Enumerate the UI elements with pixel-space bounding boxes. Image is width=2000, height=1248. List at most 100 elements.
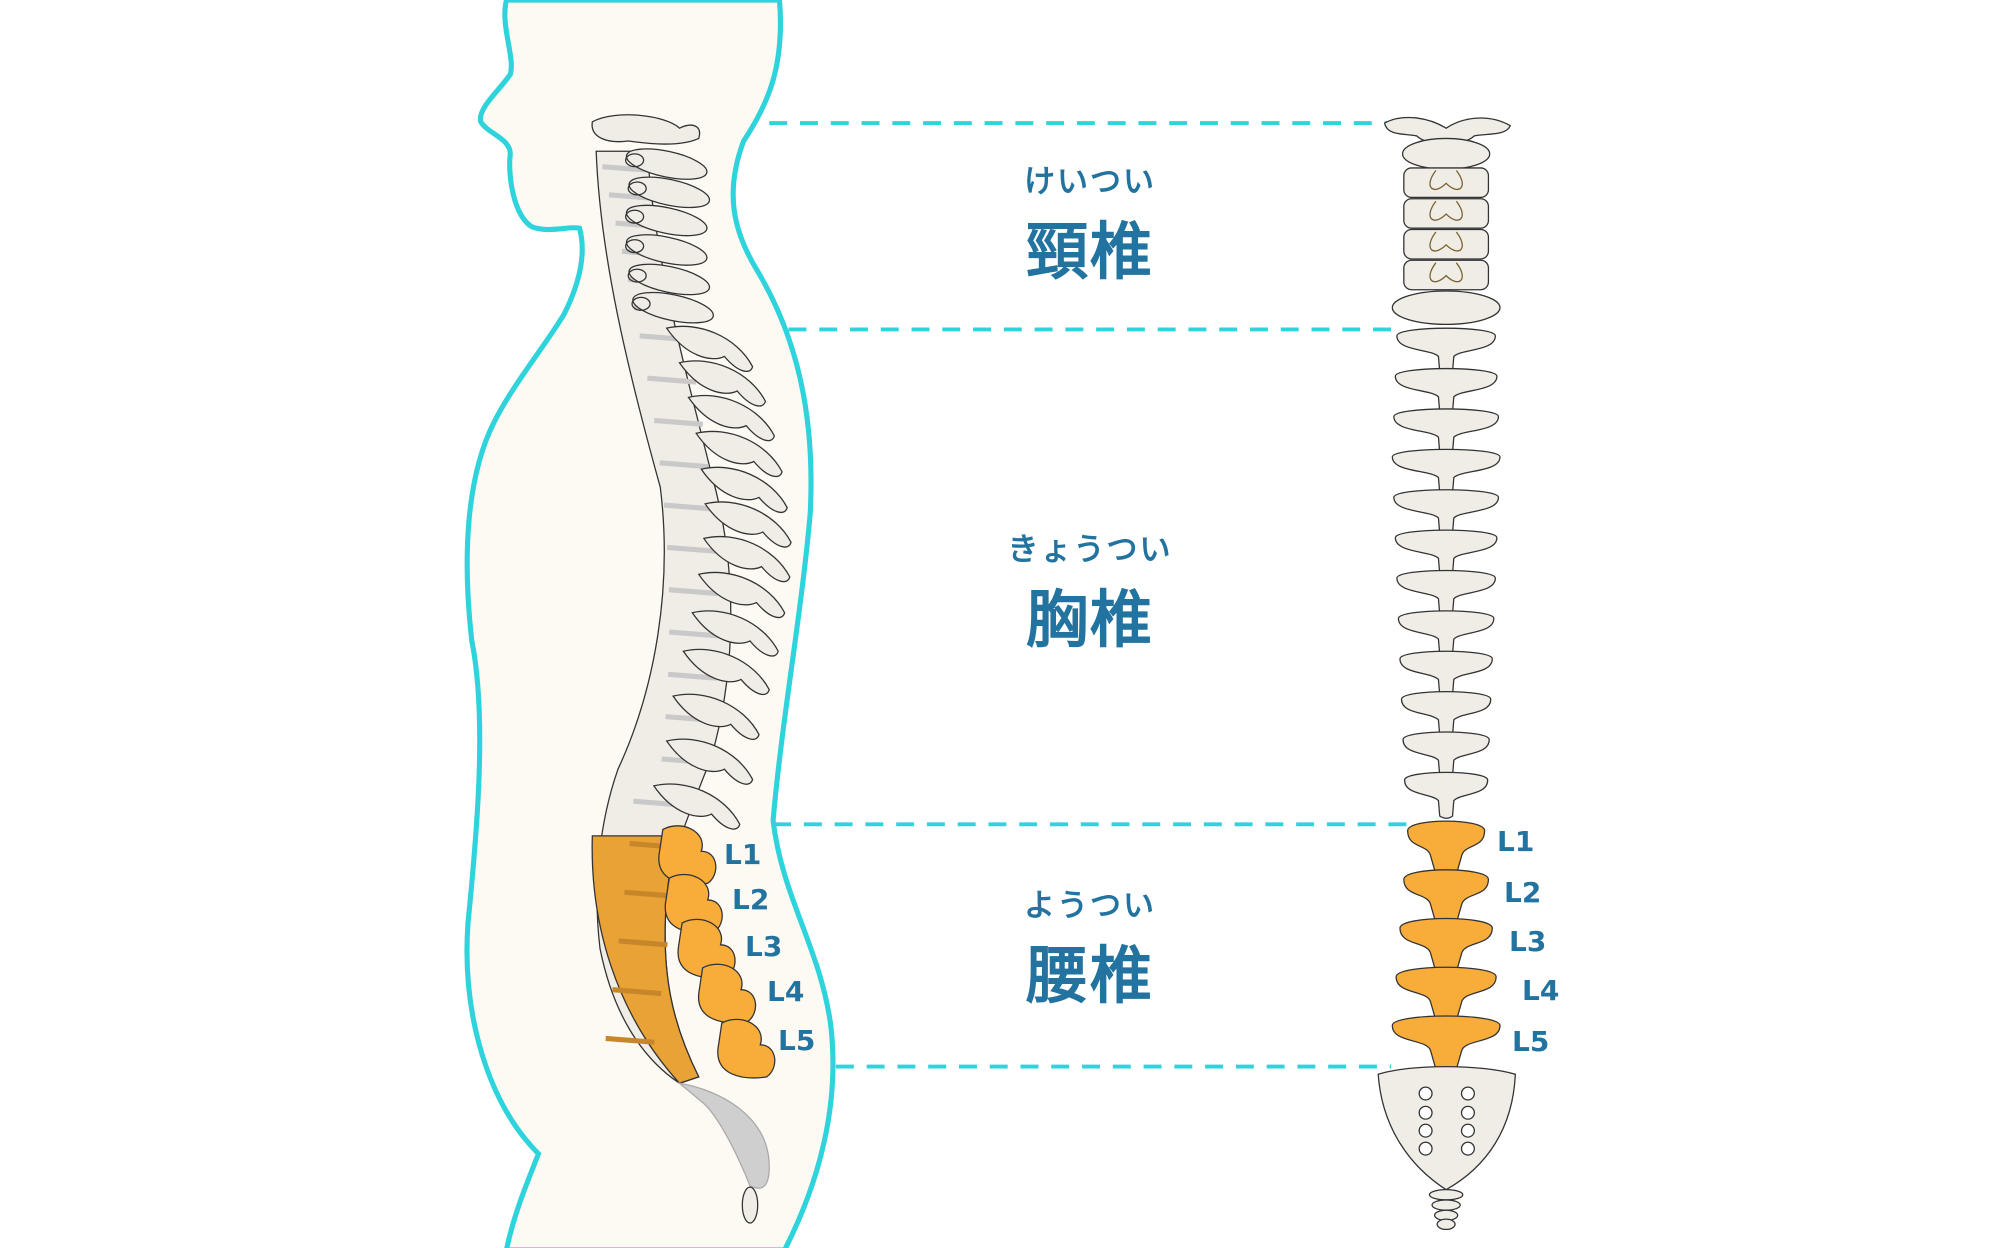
vertebral-foramen [625, 239, 645, 254]
vertebral-foramen [627, 268, 647, 283]
thoracic-spinous-process [678, 360, 767, 407]
cervical-spinous-process [628, 176, 711, 209]
intervertebral-disc [659, 460, 709, 470]
vertebral-foramen [631, 296, 651, 311]
lumbar-vertebra-back [1407, 820, 1486, 878]
cervical-label: けいつい 頸椎 [940, 156, 1240, 291]
thoracic-vertebra-back [1393, 408, 1500, 456]
lumbar-vertebra-back [1391, 1015, 1501, 1073]
thoracic-vertebra-back [1403, 771, 1489, 819]
coccyx-segment [1436, 1218, 1456, 1231]
cervical-lamina [1429, 231, 1463, 252]
atlas-back [1383, 116, 1512, 146]
back-label-l1: L1 [1497, 825, 1535, 858]
sacral-foramen [1418, 1105, 1433, 1120]
lumbar-vertebra-back [1399, 917, 1493, 975]
cervical-spinous-process [625, 234, 708, 266]
lumbar-vertebra-back [1403, 869, 1490, 926]
coccyx-segment [1431, 1199, 1461, 1211]
axis-back [1401, 137, 1491, 170]
sacral-foramen [1418, 1123, 1433, 1138]
coccyx-segment [1428, 1189, 1464, 1201]
cervical-spinous-process [625, 204, 708, 237]
side-label-l3: L3 [745, 930, 783, 963]
thoracic-ruby: きょうつい [1007, 532, 1173, 568]
intervertebral-disc [605, 1035, 655, 1045]
back-label-l5: L5 [1512, 1025, 1550, 1058]
side-label-l2: L2 [732, 883, 770, 916]
thoracic-vertebra-back [1400, 691, 1492, 739]
thoracic-spinous-process [665, 738, 754, 785]
intervertebral-disc [618, 938, 668, 948]
c7-vertebra-back [1391, 290, 1501, 325]
vertebral-foramen [625, 209, 645, 224]
lumbar-spinous-process [664, 873, 723, 934]
thoracic-vertebra-back [1396, 569, 1496, 617]
intervertebral-disc [667, 544, 717, 554]
lumbar-spinous-process [658, 825, 717, 885]
intervertebral-disc [668, 629, 719, 639]
back-label-l4: L4 [1522, 974, 1560, 1007]
thoracic-spinous-process [691, 610, 779, 657]
thoracic-label: きょうつい 胸椎 [940, 524, 1240, 659]
lumbar-spinous-process [698, 963, 757, 1024]
intervertebral-disc [667, 671, 717, 681]
lumbar-spinous-process [717, 1018, 776, 1079]
sacrum-back [1377, 1065, 1517, 1191]
cervical-lamina [1429, 200, 1463, 221]
atlas-side [591, 114, 701, 145]
side-label-l1: L1 [724, 838, 762, 871]
vertebral-foramen [625, 153, 645, 168]
cervical-spinous-process [628, 263, 711, 296]
cervical-spinous-process [632, 291, 714, 324]
sacral-foramen [1460, 1105, 1475, 1120]
side-label-l5: L5 [778, 1024, 816, 1057]
thoracic-spinous-process [665, 325, 754, 373]
thoracic-vertebra-back [1397, 610, 1495, 658]
thoracic-spinous-process [672, 693, 760, 740]
coccyx-side [741, 1186, 759, 1224]
body-silhouette [464, 0, 836, 1248]
cervical-lamina [1429, 262, 1463, 283]
back-spine [1377, 116, 1517, 1231]
lumbar-vertebra-back [1395, 966, 1497, 1024]
thoracic-spinous-process [704, 501, 792, 548]
sacral-foramen [1418, 1141, 1433, 1156]
intervertebral-disc [647, 375, 697, 385]
thoracic-spinous-process [652, 783, 741, 830]
cervical-name: 頸椎 [1025, 215, 1154, 288]
thoracic-vertebra-back [1391, 448, 1501, 496]
cervical-ruby: けいつい [1024, 164, 1156, 200]
thoracic-spinous-process [697, 571, 786, 619]
sacral-foramen [1460, 1141, 1475, 1156]
intervertebral-disc [668, 587, 718, 597]
side-label-l4: L4 [767, 975, 805, 1008]
thoracic-vertebra-back [1394, 529, 1498, 577]
thoracic-spinous-process [700, 466, 788, 514]
thoracic-spinous-process [695, 430, 783, 478]
back-label-l2: L2 [1504, 876, 1542, 909]
vertebral-foramen [627, 181, 647, 196]
sacrum-side [677, 1082, 770, 1189]
lumbar-ruby: ようつい [1024, 888, 1156, 924]
thoracic-vertebra-back [1402, 731, 1490, 779]
thoracic-spinous-process [702, 535, 791, 583]
cervical-lamina [1429, 170, 1463, 190]
thoracic-spinous-process [682, 648, 770, 696]
thoracic-vertebra-back [1396, 327, 1496, 375]
thoracic-vertebra-back [1393, 489, 1500, 537]
lumbar-name: 腰椎 [1025, 939, 1154, 1012]
intervertebral-disc [624, 889, 674, 899]
thoracic-vertebra-back [1394, 367, 1498, 416]
thoracic-spinous-process [687, 394, 776, 442]
side-spine [591, 114, 792, 1224]
intervertebral-disc [612, 987, 662, 997]
sacral-foramen [1460, 1086, 1475, 1101]
lumbar-spinous-process [677, 918, 736, 979]
sacral-foramen [1460, 1123, 1475, 1138]
intervertebral-disc [663, 502, 714, 512]
back-label-l3: L3 [1509, 925, 1547, 958]
cervical-spinous-process [625, 148, 708, 180]
intervertebral-disc [653, 417, 704, 427]
